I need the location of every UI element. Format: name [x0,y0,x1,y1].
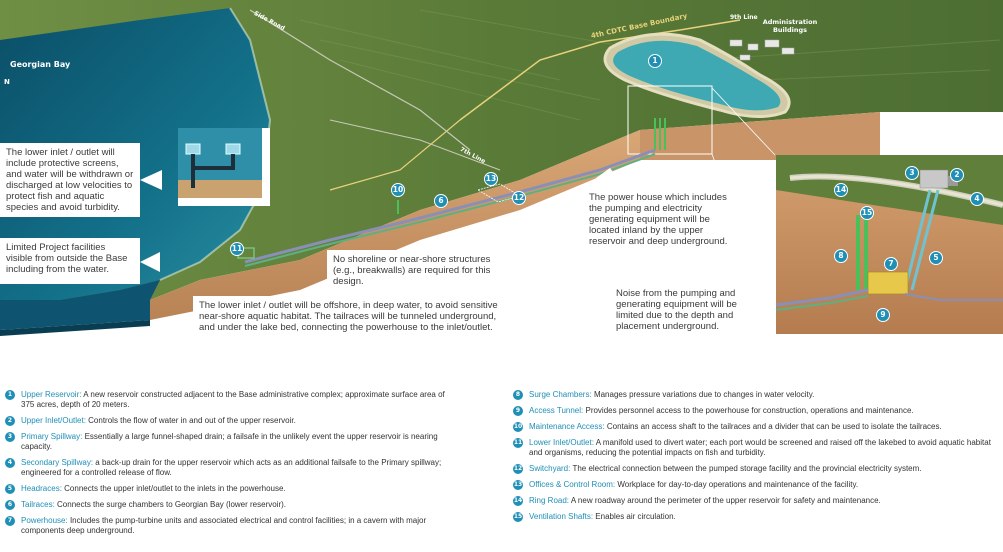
legend-description: Connects the surge chambers to Georgian … [57,500,287,509]
legend-number-badge: 12 [513,464,523,474]
legend-number-badge: 7 [5,516,15,526]
georgian-bay-label: Georgian Bay [10,60,71,69]
legend-number-badge: 2 [5,416,15,426]
legend-item: 14 Ring Road: A new roadway around the pe… [513,496,993,506]
zoom-box [627,85,713,155]
callout-noise-limited: Noise from the pumping and generating eq… [610,284,754,342]
legend-description: a back-up drain for the upper reservoir … [21,458,442,477]
callout-no-shoreline-structures: No shoreline or near-shore structures (e… [327,250,519,287]
legend-term: Offices & Control Room: [529,480,616,489]
legend-item: 7 Powerhouse: Includes the pump-turbine u… [5,516,457,536]
marker-2: 2 [950,168,964,182]
legend-item: 9 Access Tunnel: Provides personnel acces… [513,406,993,416]
legend-description: Workplace for day-to-day operations and … [617,480,859,489]
legend-item: 6 Tailraces: Connects the surge chambers … [5,500,457,510]
base-boundary-line [459,19,741,121]
legend-description: Includes the pump-turbine units and asso… [21,516,427,535]
legend-description: Controls the flow of water in and out of… [88,416,296,425]
marker-11: 11 [230,242,244,256]
legend-term: Upper Reservoir: [21,390,82,399]
road-label-a: 9th Line [730,14,758,21]
legend-item: 15 Ventilation Shafts: Enables air circul… [513,512,993,522]
marker-12: 12 [512,191,526,205]
legend-item: 5 Headraces: Connects the upper inlet/out… [5,484,457,494]
legend-description: A new roadway around the perimeter of th… [570,496,881,505]
callout-limited-facilities: Limited Project facilities visible from … [0,238,140,284]
legend-term: Upper Inlet/Outlet: [21,416,86,425]
legend-item: 4 Secondary Spillway: a back-up drain for… [5,458,457,478]
marker-3: 3 [905,166,919,180]
marker-7: 7 [884,257,898,271]
callout-offshore-inlet: The lower inlet / outlet will be offshor… [193,296,517,340]
legend-description: Provides personnel access to the powerho… [585,406,914,415]
callout-lower-inlet-protection: The lower inlet / outlet will include pr… [0,143,140,217]
legend-description: A new reservoir constructed adjacent to … [21,390,445,409]
legend-term: Powerhouse: [21,516,68,525]
legend-column-right: 8 Surge Chambers: Manages pressure variat… [513,390,993,528]
legend-term: Switchyard: [529,464,571,473]
legend-term: Access Tunnel: [529,406,584,415]
inlet-manifold-illustration [178,128,262,198]
legend-description: Connects the upper inlet/outlet to the i… [64,484,286,493]
legend-term: Secondary Spillway: [21,458,94,467]
legend-term: Maintenance Access: [529,422,605,431]
legend-term: Headraces: [21,484,62,493]
admin-buildings-label: Administration Buildings [762,18,818,34]
legend-number-badge: 15 [513,512,523,522]
legend-term: Lower Inlet/Outlet: [529,438,594,447]
legend-number-badge: 1 [5,390,15,400]
legend-number-badge: 10 [513,422,523,432]
legend-description: Contains an access shaft to the tailrace… [606,422,942,431]
legend-number-badge: 5 [5,484,15,494]
legend-number-badge: 4 [5,458,15,468]
lower-inlet-detail-image [178,128,270,206]
legend-item: 11 Lower Inlet/Outlet: A manifold used to… [513,438,993,458]
north-arrow-label: N [4,78,10,86]
legend-description: Essentially a large funnel-shaped drain;… [21,432,438,451]
legend-item: 12 Switchyard: The electrical connection … [513,464,993,474]
callout-powerhouse-inland: The power house which includes the pumpi… [583,188,743,248]
legend-item: 3 Primary Spillway: Essentially a large f… [5,432,457,452]
legend-term: Surge Chambers: [529,390,592,399]
marker-13: 13 [484,172,498,186]
marker-10: 10 [391,183,405,197]
tailrace-tunnel [244,148,656,264]
marker-14: 14 [834,183,848,197]
legend-item: 1 Upper Reservoir: A new reservoir constr… [5,390,457,410]
legend-description: Manages pressure variations due to chang… [593,390,815,399]
marker-8: 8 [834,249,848,263]
legend-number-badge: 6 [5,500,15,510]
legend-term: Ring Road: [529,496,570,505]
legend-number-badge: 8 [513,390,523,400]
legend-term: Primary Spillway: [21,432,83,441]
legend-number-badge: 11 [513,438,523,448]
legend-item: 13 Offices & Control Room: Workplace for … [513,480,993,490]
legend-description: The electrical connection between the pu… [572,464,922,473]
marker-15: 15 [860,206,874,220]
administration-buildings [729,39,795,61]
marker-5: 5 [929,251,943,265]
legend-number-badge: 9 [513,406,523,416]
marker-4: 4 [970,192,984,206]
legend-number-badge: 14 [513,496,523,506]
marker-1: 1 [648,54,662,68]
marker-9: 9 [876,308,890,322]
landscape-illustration [0,0,1003,336]
legend-number-badge: 13 [513,480,523,490]
legend-item: 2 Upper Inlet/Outlet: Controls the flow o… [5,416,457,426]
legend-description: Enables air circulation. [595,512,676,521]
legend-item: 10 Maintenance Access: Contains an access… [513,422,993,432]
legend-term: Ventilation Shafts: [529,512,594,521]
legend-column-left: 1 Upper Reservoir: A new reservoir constr… [5,390,457,542]
legend-item: 8 Surge Chambers: Manages pressure variat… [513,390,993,400]
inset-cutaway [775,155,1003,334]
pumped-storage-diagram: Georgian Bay N 4th CDTC Base Boundary 9t… [0,0,1003,342]
legend-term: Tailraces: [21,500,55,509]
legend: 1 Upper Reservoir: A new reservoir constr… [0,385,1003,552]
marker-6: 6 [434,194,448,208]
legend-number-badge: 3 [5,432,15,442]
legend-description: A manifold used to divert water; each po… [529,438,991,457]
